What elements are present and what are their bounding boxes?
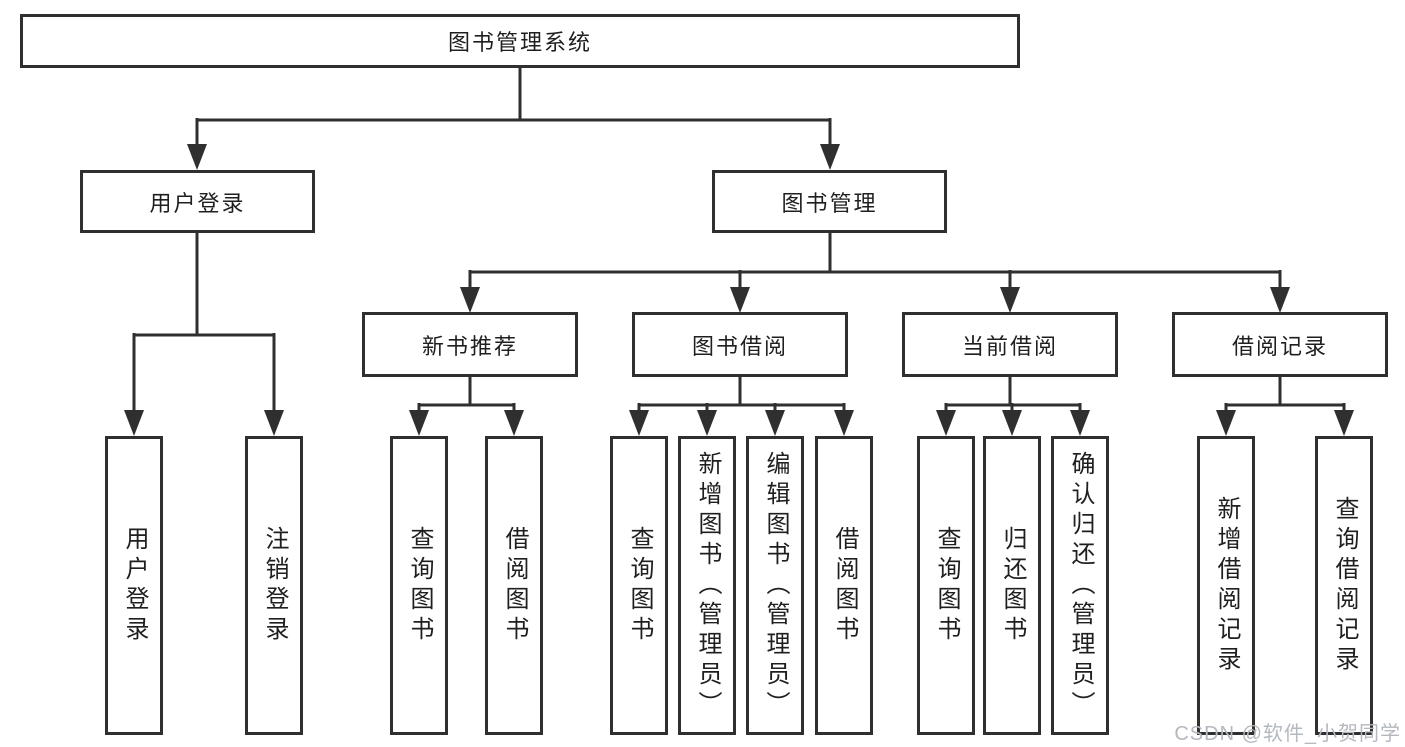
- leaf-cb-query-books: 查询图书: [917, 436, 975, 735]
- node-borrowing-records: 借阅记录: [1172, 312, 1388, 377]
- node-book-borrowing: 图书借阅: [632, 312, 848, 377]
- leaf-bb-edit-books-admin: 编辑图书（管理员）: [746, 436, 804, 735]
- node-library-management-system: 图书管理系统: [20, 14, 1020, 68]
- leaf-nbr-query-books: 查询图书: [390, 436, 448, 735]
- leaf-cb-confirm-return-admin: 确认归还（管理员）: [1051, 436, 1109, 735]
- arrowheads: [124, 144, 1354, 436]
- leaf-br-query-record: 查询借阅记录: [1315, 436, 1373, 735]
- node-current-borrowing: 当前借阅: [902, 312, 1118, 377]
- leaf-bb-borrow-books: 借阅图书: [815, 436, 873, 735]
- node-user-login: 用户登录: [80, 170, 315, 233]
- node-book-management: 图书管理: [712, 170, 947, 233]
- leaf-br-add-record: 新增借阅记录: [1197, 436, 1255, 735]
- leaf-user-login: 用户登录: [105, 436, 163, 735]
- leaf-nbr-borrow-books: 借阅图书: [485, 436, 543, 735]
- leaf-bb-query-books: 查询图书: [610, 436, 668, 735]
- leaf-logout: 注销登录: [245, 436, 303, 735]
- watermark-text: CSDN @软件_小贺同学: [1174, 723, 1401, 745]
- leaf-cb-return-books: 归还图书: [983, 436, 1041, 735]
- node-new-book-recommend: 新书推荐: [362, 312, 578, 377]
- leaf-bb-add-books-admin: 新增图书（管理员）: [678, 436, 736, 735]
